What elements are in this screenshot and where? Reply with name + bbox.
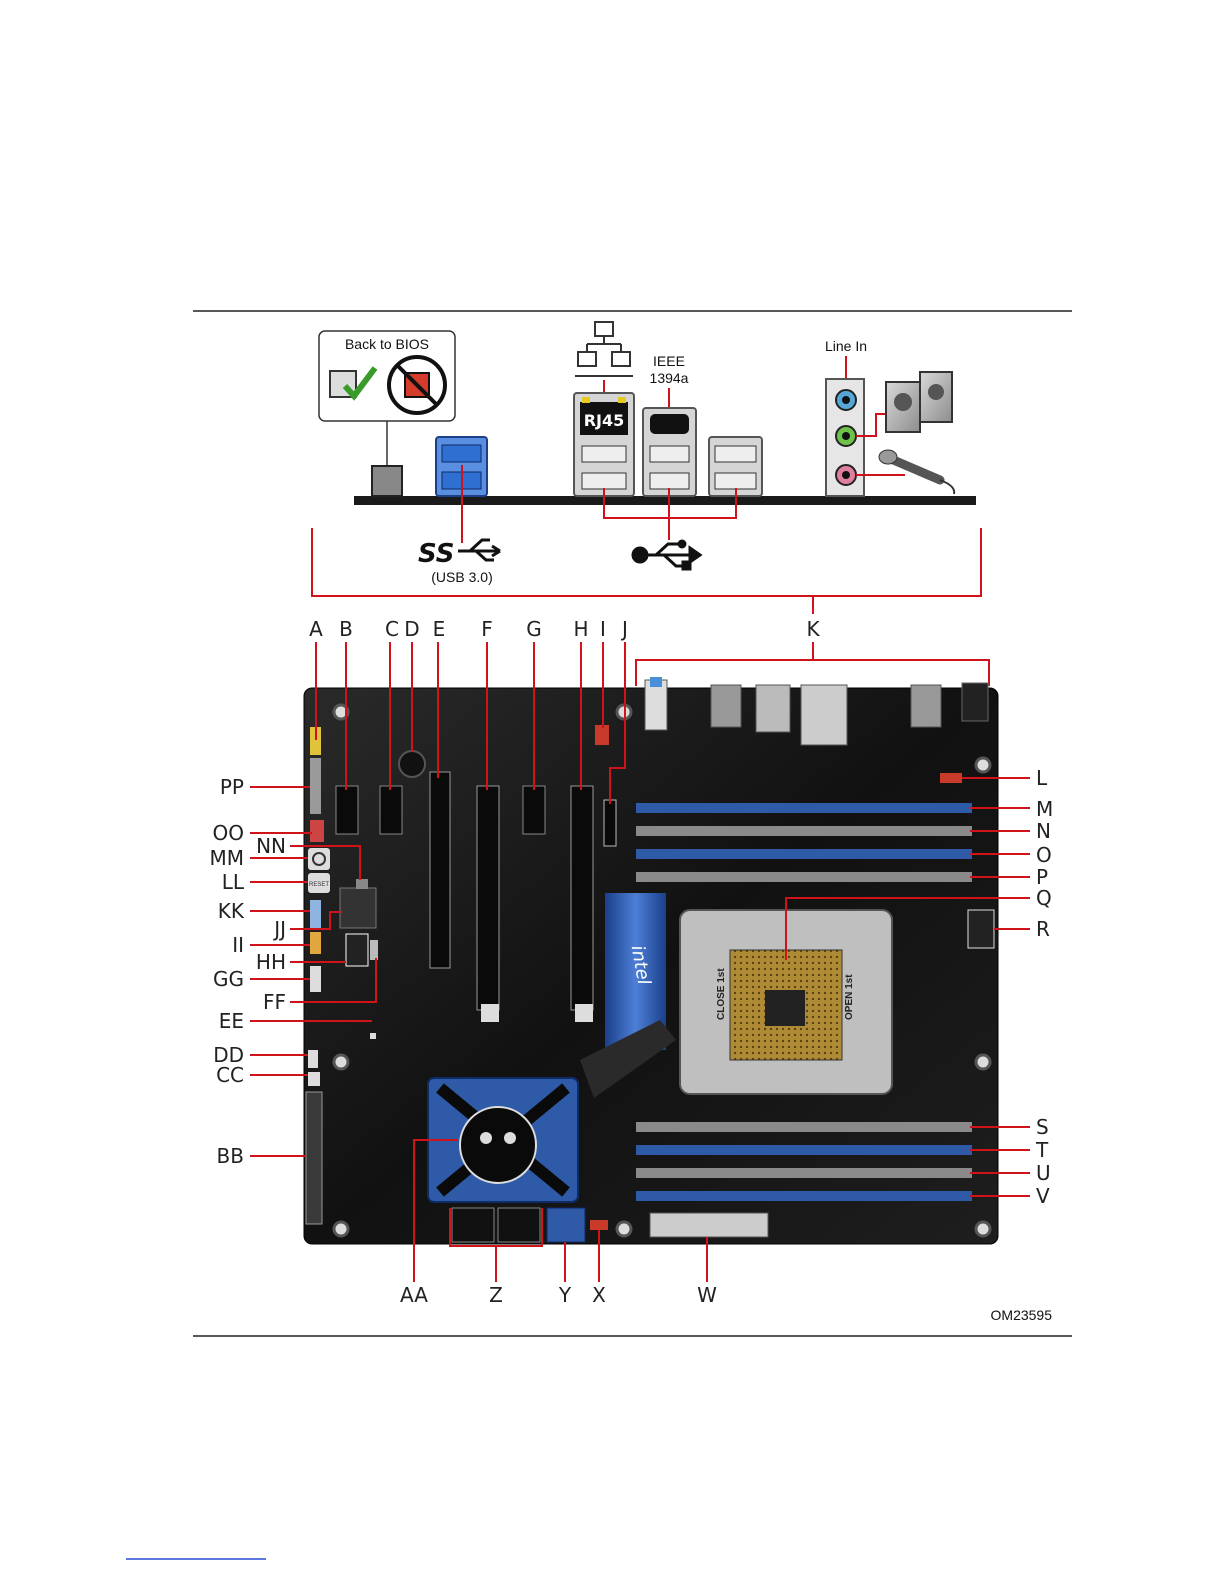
callout-y: Y xyxy=(558,1283,572,1307)
callout-b: B xyxy=(339,617,353,641)
back-to-bios-box: Back to BIOS xyxy=(319,331,455,466)
callout-q: Q xyxy=(1036,886,1052,910)
usb3-logo: SS (USB 3.0) xyxy=(418,539,500,585)
header-bb xyxy=(306,1092,322,1224)
ieee-label-2: 1394a xyxy=(650,370,689,386)
speaker-d xyxy=(399,751,425,777)
header-hh xyxy=(346,934,368,966)
open-1st-label: OPEN 1st xyxy=(844,974,855,1020)
ieee-label-1: IEEE xyxy=(653,353,685,369)
callout-gg: GG xyxy=(213,967,244,991)
callout-d: D xyxy=(404,617,419,641)
callout-mm: MM xyxy=(209,846,244,870)
header-gg xyxy=(310,966,321,992)
callout-a: A xyxy=(309,617,323,641)
usb-trident-icon xyxy=(458,540,500,560)
jumper-ee xyxy=(370,1033,376,1039)
callout-r: R xyxy=(1036,917,1050,941)
back-panel: Back to BIOS SS (USB 3.0) xyxy=(319,322,976,585)
header-kk xyxy=(310,900,321,928)
prohibit-icon xyxy=(389,357,445,413)
chip-jj xyxy=(340,888,376,928)
callout-u: U xyxy=(1036,1161,1051,1185)
header-dd xyxy=(308,1050,318,1068)
callout-c: C xyxy=(385,617,399,641)
figure-id: OM23595 xyxy=(991,1307,1053,1323)
board: RESET intel xyxy=(304,677,998,1244)
callout-j: J xyxy=(620,617,628,641)
callout-h: H xyxy=(573,617,588,641)
close-1st-label: CLOSE 1st xyxy=(716,968,727,1020)
usb30-label: (USB 3.0) xyxy=(431,569,492,585)
callout-nn: NN xyxy=(256,834,286,858)
io-shield-edge xyxy=(354,496,976,505)
slot-g xyxy=(523,786,545,834)
callout-t: T xyxy=(1035,1138,1049,1162)
callout-n: N xyxy=(1036,819,1051,843)
slot-h xyxy=(571,786,593,1010)
callout-i: I xyxy=(600,617,606,641)
slot-f-latch xyxy=(481,1004,499,1022)
header-ii xyxy=(310,932,321,954)
power-connector-r xyxy=(968,910,994,948)
callout-aa: AA xyxy=(400,1283,428,1307)
callout-m: M xyxy=(1036,797,1053,821)
power-button xyxy=(308,848,330,870)
header-cc xyxy=(308,1072,320,1086)
header-ff xyxy=(370,940,378,960)
callout-f: F xyxy=(481,617,493,641)
audio-jacks xyxy=(826,379,864,496)
header-oo xyxy=(310,820,324,842)
microphone-icon xyxy=(879,450,954,494)
header-x xyxy=(590,1220,608,1230)
back-to-bios-label: Back to BIOS xyxy=(345,336,429,352)
rj45-label: RJ45 xyxy=(584,411,625,430)
ss-text: SS xyxy=(418,539,455,569)
rj45-port: RJ45 xyxy=(574,393,634,496)
sata-y xyxy=(547,1208,585,1242)
atx-power-w xyxy=(650,1213,768,1237)
usb2-port-stack xyxy=(709,437,762,496)
callout-g: G xyxy=(526,617,542,641)
connector-j xyxy=(604,800,616,846)
callout-pp: PP xyxy=(220,775,244,799)
reset-label: RESET xyxy=(309,882,329,888)
line-in-label: Line In xyxy=(825,338,867,354)
callout-ll: LL xyxy=(222,870,245,894)
bios-button xyxy=(372,466,402,496)
callout-jj: JJ xyxy=(272,917,286,941)
callout-o: O xyxy=(1036,843,1052,867)
slot-f xyxy=(477,786,499,1010)
callout-z: Z xyxy=(489,1283,503,1307)
callout-k: K xyxy=(806,617,820,641)
network-icon xyxy=(575,322,633,376)
callout-oo: OO xyxy=(213,821,244,845)
callout-kk: KK xyxy=(218,899,245,923)
callout-ii: II xyxy=(232,933,244,957)
header-pp xyxy=(310,758,321,814)
slot-c xyxy=(380,786,402,834)
callout-l: L xyxy=(1036,766,1048,790)
callout-e: E xyxy=(433,617,446,641)
usb-logo xyxy=(633,541,700,569)
slot-h-latch xyxy=(575,1004,593,1022)
slot-b xyxy=(336,786,358,834)
chip-nn xyxy=(356,879,368,889)
callout-bb: BB xyxy=(217,1144,244,1168)
sata-z1 xyxy=(452,1208,494,1242)
callout-x: X xyxy=(592,1283,606,1307)
callout-hh: HH xyxy=(256,950,286,974)
slot-e xyxy=(430,772,450,968)
callout-w: W xyxy=(697,1283,717,1307)
callout-cc: CC xyxy=(216,1063,244,1087)
callout-ff: FF xyxy=(263,990,286,1014)
callout-ee: EE xyxy=(219,1009,244,1033)
sata-z2 xyxy=(498,1208,540,1242)
callout-v: V xyxy=(1036,1184,1050,1208)
callout-s: S xyxy=(1036,1115,1049,1139)
ieee1394-port xyxy=(643,408,696,496)
speakers-icon xyxy=(886,372,952,432)
